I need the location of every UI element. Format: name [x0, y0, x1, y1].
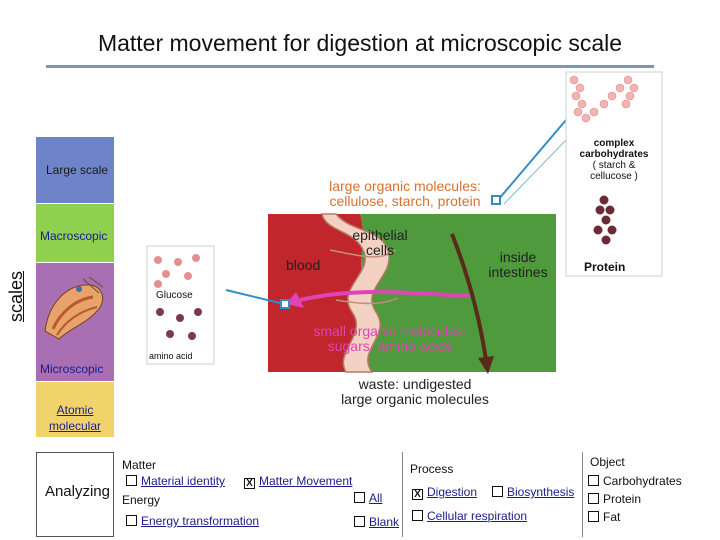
cellular-respiration-checkbox[interactable] [412, 510, 423, 521]
energy-heading: Energy [122, 493, 161, 507]
blood-region [268, 214, 367, 372]
epithelial-label: epithelial cells [340, 228, 420, 258]
carbohydrates-option[interactable]: Carbohydrates [588, 474, 682, 488]
glucose-label: Glucose [156, 290, 193, 301]
complex-line2: carbohydrates [579, 149, 649, 160]
process-heading: Process [410, 462, 454, 476]
waste-arrowhead [478, 356, 494, 374]
scale-microscopic: Microscopic [36, 263, 114, 381]
large-molecules-line2: cellulose, starch, protein [329, 193, 481, 209]
digestion-option[interactable]: X Digestion [412, 485, 477, 500]
inside-line2: intestines [488, 264, 548, 280]
digestion-checkbox[interactable]: X [412, 489, 423, 500]
scale-large-label: Large scale [46, 163, 109, 177]
material-identity-option[interactable]: Material identity [126, 474, 225, 488]
cellular-respiration-label: Cellular respiration [427, 509, 528, 523]
protein-panel-label: Protein [584, 260, 626, 274]
scale-microscopic-label: Microscopic [40, 362, 104, 376]
matter-movement-label: Matter Movement [259, 474, 353, 488]
large-molecules-line1: large organic molecules: [329, 178, 481, 194]
matter-movement-option[interactable]: X Matter Movement [244, 474, 352, 489]
title-underline [46, 65, 654, 68]
complex-carbs-label: complex carbohydrates ( starch & celluco… [566, 138, 662, 182]
blank-label: Blank [369, 515, 400, 529]
digestion-label: Digestion [427, 485, 478, 499]
waste-label: waste: undigested large organic molecule… [330, 377, 500, 407]
fat-checkbox[interactable] [588, 511, 599, 522]
energy-transformation-option[interactable]: Energy transformation [126, 514, 259, 528]
intestine-region [359, 214, 556, 372]
matter-movement-checkbox[interactable]: X [244, 478, 255, 489]
all-option[interactable]: All [354, 491, 382, 505]
scale-atomic-label-1: Atomic [56, 403, 94, 417]
all-checkbox[interactable] [354, 492, 365, 503]
energy-transformation-label: Energy transformation [141, 514, 260, 528]
cellular-respiration-option[interactable]: Cellular respiration [412, 509, 527, 523]
complex-line1: complex [593, 138, 635, 149]
complex-line4: cellucose ) [590, 171, 638, 182]
material-identity-checkbox[interactable] [126, 475, 137, 486]
blood-label: blood [286, 257, 321, 273]
waste-arrow [450, 233, 488, 361]
object-heading: Object [590, 455, 625, 469]
biosynthesis-checkbox[interactable] [492, 486, 503, 497]
scale-large: Large scale [36, 137, 114, 203]
small-molecules-line2: sugars, amino acids [327, 338, 453, 354]
waste-line1: waste: undigested [358, 376, 472, 392]
complex-line3: ( starch & [592, 160, 636, 171]
connector-complex-2 [503, 139, 567, 205]
amino-acid-label: amino acid [149, 351, 193, 361]
scale-macroscopic: Macroscopic [36, 204, 114, 262]
biosynthesis-option[interactable]: Biosynthesis [492, 485, 574, 499]
intestine-tissue-icon [44, 276, 104, 340]
matter-heading: Matter [122, 458, 157, 472]
inside-line1: inside [499, 249, 537, 265]
small-molecules-label: small organic molecules: sugars, amino a… [306, 324, 474, 354]
protein-checkbox[interactable] [588, 493, 599, 504]
page-title: Matter movement for digestion at microsc… [97, 30, 623, 56]
protein-label: Protein [603, 492, 642, 506]
connector-complex [497, 119, 567, 201]
fat-label: Fat [603, 510, 621, 524]
divider-object [582, 452, 583, 537]
biosynthesis-label: Biosynthesis [507, 485, 575, 499]
carbohydrates-checkbox[interactable] [588, 475, 599, 486]
carbohydrates-label: Carbohydrates [603, 474, 682, 488]
small-molecules-line1: small organic molecules: [313, 323, 467, 339]
scale-macroscopic-label: Macroscopic [40, 229, 108, 243]
blank-checkbox[interactable] [354, 516, 365, 527]
inside-intestines-label: inside intestines [478, 250, 558, 280]
connector-glucose [225, 289, 285, 305]
epithelial-line2: cells [365, 242, 394, 258]
fat-option[interactable]: Fat [588, 510, 620, 524]
large-molecules-label: large organic molecules: cellulose, star… [300, 179, 510, 209]
protein-option[interactable]: Protein [588, 492, 641, 506]
energy-transformation-checkbox[interactable] [126, 515, 137, 526]
scale-atomic: Atomic molecular [36, 382, 114, 437]
divider-process [402, 452, 403, 537]
all-label: All [369, 491, 383, 505]
material-identity-label: Material identity [141, 474, 226, 488]
scale-atomic-label-2: molecular [48, 419, 102, 433]
glucose-panel [146, 245, 215, 365]
analyzing-label: Analyzing [36, 452, 114, 537]
blank-option[interactable]: Blank [354, 515, 399, 529]
epithelial-line1: epithelial [352, 227, 408, 243]
absorption-arrowhead [286, 292, 304, 308]
waste-line2: large organic molecules [341, 391, 489, 407]
absorption-arrow [299, 289, 471, 302]
